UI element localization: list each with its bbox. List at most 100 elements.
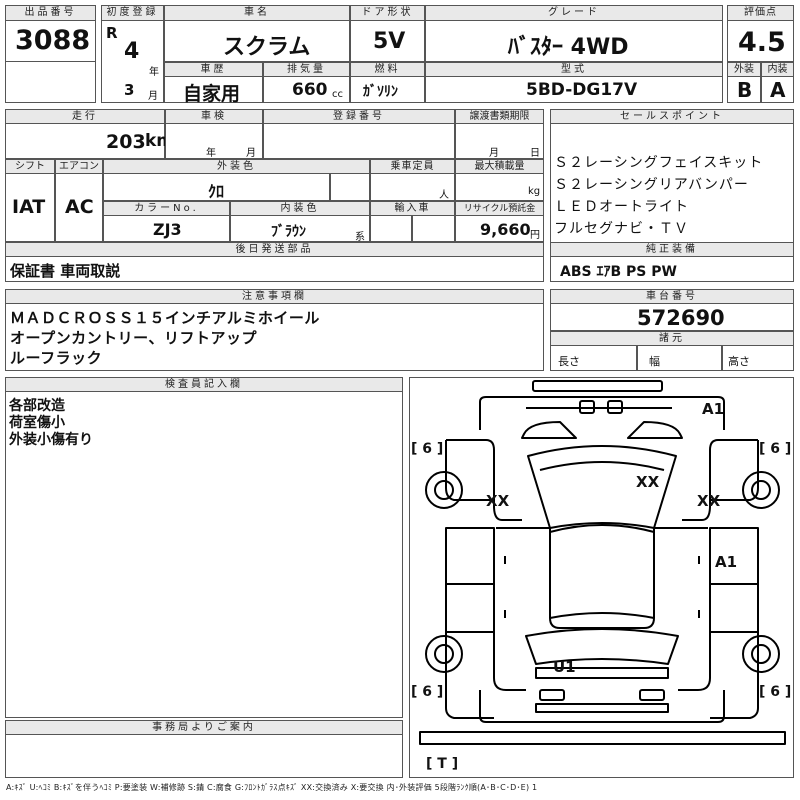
color: ｸﾛ [208, 182, 225, 201]
car-name: スクラム [223, 35, 311, 60]
spare-tire-mark: [ T ] [426, 756, 459, 772]
inspection-box: 年 月 [165, 123, 263, 159]
damage-diagram: A1 XX XX XX A1 U1 [ 6 ] [ 6 ] [ 6 ] [ 6 … [409, 377, 794, 778]
width-box: 幅 [637, 345, 722, 371]
equipment-label: 純正装備 [550, 242, 794, 257]
tire-depth-front-right: [ 6 ] [759, 441, 792, 457]
first-registration-label: 初度登録 [101, 5, 164, 21]
later-parts: 保証書 車両取説 [10, 262, 121, 280]
later-parts-box: 保証書 車両取説 [5, 256, 544, 282]
sales-point-line: Ｓ２レーシングフェイスキット [554, 155, 764, 171]
mileage-box: 203 km [5, 123, 174, 159]
score-box: 4.5 [727, 20, 794, 62]
office-box [5, 734, 403, 778]
plate-label: 登録番号 [263, 109, 455, 124]
model-box: 5BD-DG17V [425, 76, 723, 103]
exterior-box: B [727, 76, 761, 103]
transfer-day-unit: 日 [530, 148, 540, 159]
color-box: ｸﾛ [103, 173, 330, 201]
displacement-box: 660 cc [263, 76, 350, 103]
lot-blank [5, 61, 96, 103]
ac-box: AC [55, 173, 103, 242]
ac-label: エアコン [55, 159, 103, 174]
transfer-label: 譲渡書類期限 [455, 109, 544, 124]
lot-number: 3088 [15, 25, 91, 56]
shift-box: IAT [5, 173, 55, 242]
inspection-label: 車検 [165, 109, 263, 124]
height-box: 高さ [722, 345, 794, 371]
plate-box [263, 123, 455, 159]
width-label: 幅 [649, 355, 660, 368]
length-box: 長さ [550, 345, 637, 371]
color-number-label: カラーNo. [103, 201, 230, 216]
lot-number-box: 3088 [5, 20, 96, 62]
tire-depth-rear-left: [ 6 ] [411, 684, 444, 700]
sales-point-line: Ｓ２レーシングリアバンパー [554, 177, 749, 193]
notes-label: 注意事項欄 [5, 289, 544, 304]
transfer-month-unit: 月 [489, 148, 499, 159]
exterior-grade: B [737, 78, 753, 102]
damage-mark-xx-right: XX [697, 492, 721, 510]
inspector-line: 外装小傷有り [9, 432, 93, 448]
note-line: ルーフラック [10, 349, 103, 367]
import-box-2 [412, 215, 455, 242]
air-conditioner: AC [65, 196, 94, 218]
inspector-box [5, 391, 403, 718]
equipment: ABS ｴｱB PS PW [560, 264, 677, 280]
displacement: 660 [292, 80, 328, 100]
inspection-month-unit: 月 [246, 148, 256, 159]
chassis-label: 車台番号 [550, 289, 794, 304]
notes-box [5, 303, 544, 371]
height-label: 高さ [728, 355, 750, 368]
grade-label: グレード [425, 5, 723, 21]
tire-depth-rear-right: [ 6 ] [759, 684, 792, 700]
color-label: 外装色 [103, 159, 370, 174]
equipment-box: ABS ｴｱB PS PW [550, 256, 794, 282]
office-label: 事務局よりご案内 [5, 720, 403, 735]
import-box-1 [370, 215, 412, 242]
year-unit: 年 [149, 67, 159, 78]
mileage-label: 走行 [5, 109, 165, 124]
interior-color-box: ﾌﾞﾗｳﾝ 系 [230, 215, 370, 243]
history: 自家用 [183, 83, 241, 105]
recycle-box: 9,660 円 [455, 215, 544, 242]
mileage: 203 [106, 131, 146, 153]
damage-mark-a1-right: A1 [715, 553, 738, 571]
color-blank [330, 173, 370, 201]
transfer-box: 月 日 [455, 123, 544, 159]
inspector-line: 荷室傷小 [9, 415, 65, 431]
history-box: 自家用 [164, 76, 263, 105]
capacity-label: 乗車定員 [370, 159, 455, 174]
color-number-box: ZJ3 [103, 215, 230, 242]
inspector-line: 各部改造 [9, 398, 65, 414]
car-name-box: スクラム [164, 20, 350, 62]
car-name-label: 車名 [164, 5, 350, 21]
tire-depth-front-left: [ 6 ] [411, 441, 444, 457]
later-parts-label: 後日発送部品 [5, 242, 544, 257]
fuel-box: ｶﾞｿﾘﾝ [350, 76, 425, 103]
era-mark: R [106, 24, 118, 42]
sales-points-label: セールスポイント [550, 109, 794, 124]
damage-mark-xx-center: XX [636, 473, 660, 491]
model-label: 型式 [425, 62, 723, 77]
length-label: 長さ [558, 355, 580, 368]
interior-grade: A [770, 78, 786, 102]
interior-box: A [761, 76, 794, 103]
fuel-label: 燃料 [350, 62, 425, 77]
dims-label: 諸元 [550, 331, 794, 346]
score-label: 評価点 [727, 5, 794, 21]
load-box: kg [455, 173, 544, 201]
import-label: 輸入車 [370, 201, 455, 216]
interior-color-label: 内装色 [230, 201, 370, 216]
lot-number-label: 出品番号 [5, 5, 96, 21]
inspector-label: 検査員記入欄 [5, 377, 403, 392]
exterior-label: 外装 [727, 62, 761, 77]
grade-box: ﾊﾞｽﾀｰ 4WD [425, 20, 723, 62]
interior-label: 内装 [761, 62, 794, 77]
sales-point-line: フルセグナビ・ＴＶ [554, 221, 689, 237]
recycle-unit: 円 [530, 230, 540, 241]
chassis-number: 572690 [637, 306, 725, 330]
registration-month: 3 [124, 81, 135, 99]
model-code: 5BD-DG17V [526, 80, 638, 100]
history-label: 車歴 [164, 62, 263, 77]
